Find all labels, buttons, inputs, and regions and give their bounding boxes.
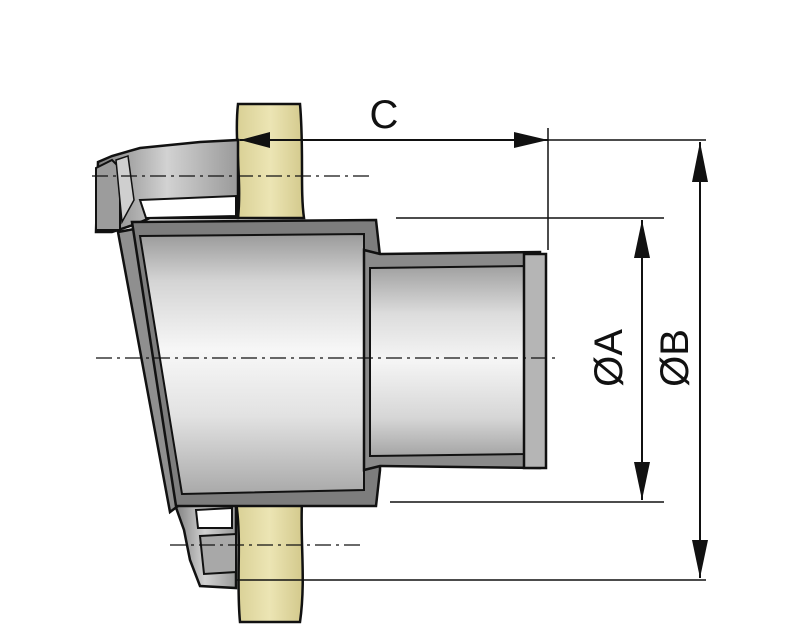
- spigot: [362, 248, 548, 472]
- hull-wall: [234, 102, 306, 624]
- flange-upper: [94, 138, 240, 234]
- dimension-dia-b: [692, 142, 708, 578]
- dimension-dia-a: [634, 220, 650, 500]
- label-dia-a: ØA: [587, 329, 631, 387]
- main-body: [130, 218, 382, 508]
- hull-wall-upper: [235, 102, 306, 220]
- hull-wall-lower: [234, 500, 304, 624]
- label-dia-b: ØB: [653, 329, 697, 387]
- centerlines: [92, 175, 560, 546]
- dimension-c: [240, 132, 548, 148]
- label-c: C: [370, 93, 399, 137]
